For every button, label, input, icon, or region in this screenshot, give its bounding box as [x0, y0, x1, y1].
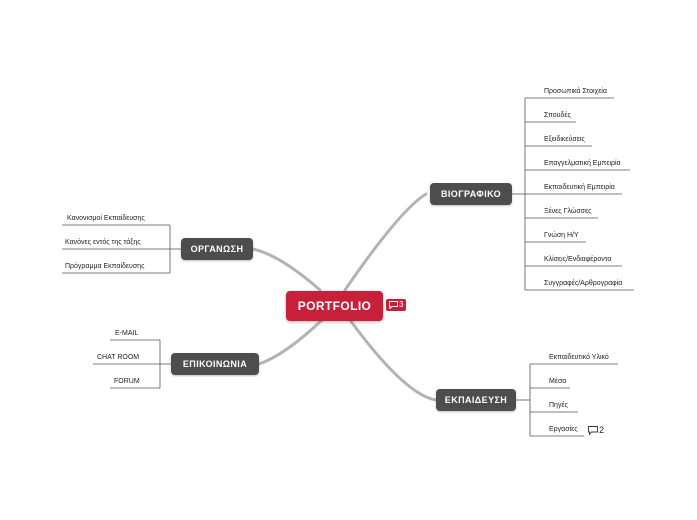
branch-biografiko-label: ΒΙΟΓΡΑΦΙΚΟ — [441, 189, 501, 199]
branch-organosi-label: ΟΡΓΑΝΩΣΗ — [190, 244, 244, 254]
comment-icon — [389, 301, 398, 309]
leaf-ekpaideusi-2[interactable]: Μέσα — [549, 378, 567, 385]
leaf-epikoinonia-1[interactable]: E-MAIL — [115, 330, 139, 337]
branch-epikoinonia[interactable]: ΕΠΙΚΟΙΝΩΝΙΑ — [171, 353, 259, 375]
branch-organosi[interactable]: ΟΡΓΑΝΩΣΗ — [181, 238, 253, 260]
leaf-epikoinonia-3[interactable]: FORUM — [114, 378, 140, 385]
leaf-biografiko-2[interactable]: Σπουδές — [544, 112, 571, 119]
central-comment-count: 3 — [399, 300, 404, 309]
branch-biografiko[interactable]: ΒΙΟΓΡΑΦΙΚΟ — [430, 183, 512, 205]
central-topic-label: PORTFOLIO — [297, 299, 372, 313]
leaf-biografiko-7[interactable]: Γνώση Η/Υ — [544, 232, 579, 239]
leaf-ekpaideusi-3[interactable]: Πηγές — [549, 402, 568, 409]
leaf-biografiko-8[interactable]: Κλίσεις/Ενδιαφέροντα — [544, 256, 612, 263]
leaf-biografiko-9[interactable]: Συγγραφές/Αρθρογραφία — [544, 280, 623, 287]
leaf-biografiko-5[interactable]: Εκπαιδευτική Εμπειρία — [544, 184, 615, 191]
leaf-epikoinonia-2[interactable]: CHAT ROOM — [97, 354, 140, 361]
leaf-organosi-1[interactable]: Κανονισμοί Εκπαίδευσης — [67, 215, 145, 222]
central-topic-portfolio[interactable]: PORTFOLIO — [286, 291, 383, 321]
comment-icon — [588, 425, 598, 435]
ekpaideusi-comment-count: 2 — [599, 425, 605, 435]
branch-ekpaideusi-label: ΕΚΠΑΙΔΕΥΣΗ — [444, 395, 508, 405]
leaf-biografiko-4[interactable]: Επαγγελματική Εμπειρία — [544, 160, 621, 167]
leaf-ekpaideusi-1[interactable]: Εκπαιδευτικό Υλικό — [549, 354, 609, 361]
leaf-organosi-3[interactable]: Πρόγραμμα Εκπαίδευσης — [65, 263, 145, 270]
connector-epikoinonia — [257, 318, 324, 366]
branch-epikoinonia-label: ΕΠΙΚΟΙΝΩΝΙΑ — [182, 359, 248, 369]
leaf-biografiko-6[interactable]: Ξένες Γλώσσες — [544, 208, 592, 215]
leaf-ekpaideusi-4[interactable]: Εργασίες — [549, 426, 578, 433]
central-comment-badge[interactable]: 3 — [386, 299, 407, 311]
leaf-biografiko-1[interactable]: Προσωπικά Στοιχεία — [544, 88, 607, 95]
connector-organosi — [251, 247, 322, 292]
connector-biografiko — [343, 192, 428, 292]
leaf-biografiko-3[interactable]: Εξειδικεύσεις — [544, 136, 585, 143]
branch-ekpaideusi[interactable]: ΕΚΠΑΙΔΕΥΣΗ — [436, 389, 516, 411]
ekpaideusi-comment-badge[interactable]: 2 — [588, 425, 604, 435]
connector-ekpaideusi — [348, 318, 438, 402]
leaf-organosi-2[interactable]: Κανόνες εντός της τάξης — [65, 239, 141, 246]
